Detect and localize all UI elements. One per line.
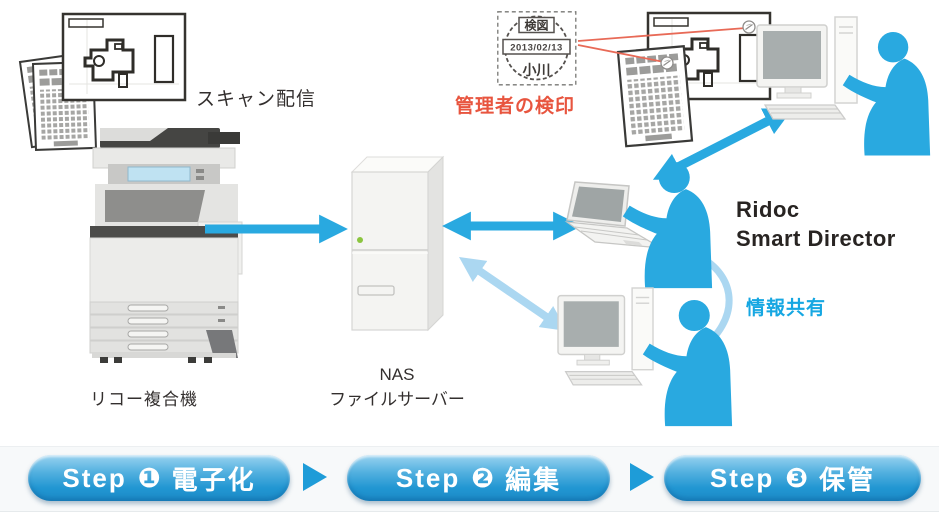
- approval-stamp-icon: 検図 2013/02/13 小川: [497, 11, 577, 86]
- admin-stamp-caption: 管理者の検印: [455, 96, 576, 117]
- step-arrow-icon: [303, 463, 327, 491]
- mfp-label: リコー複合機: [90, 390, 198, 409]
- desktop-user-2-icon: [642, 300, 733, 427]
- step-2-number-icon: ❷: [471, 462, 497, 493]
- nas-label-line2: ファイルサーバー: [329, 390, 465, 409]
- desktop-computer-2-icon: [557, 287, 654, 386]
- step-1-title: 電子化: [171, 464, 256, 495]
- step-2-pill: Step ❷ 編集: [347, 455, 610, 501]
- nas-label: NAS ファイルサーバー: [303, 362, 491, 412]
- mfp-printer-icon: [89, 128, 243, 363]
- step-1-number-icon: ❶: [137, 462, 163, 493]
- step-1-pill: Step ❶ 電子化: [28, 455, 290, 501]
- step-3-prefix: Step: [709, 462, 775, 493]
- stamp-name-text: 小川: [523, 62, 551, 78]
- floorplan-document-icon: [61, 12, 187, 102]
- scan-delivery-label: スキャン配信: [196, 89, 317, 110]
- step-1-prefix: Step: [62, 462, 127, 493]
- stamp-leader-line-1: [577, 27, 747, 42]
- nas-label-line1: NAS: [379, 365, 415, 384]
- desktop-computer-icon: [756, 16, 858, 120]
- stamp-top-text: 検図: [524, 18, 548, 33]
- arrow-nas-desktop2: [458, 256, 568, 332]
- step-3-title: 保管: [819, 464, 876, 495]
- stamp-date-text: 2013/02/13: [510, 43, 563, 54]
- step-arrow-icon: [630, 463, 654, 491]
- nas-server-icon: [350, 155, 445, 332]
- laptop-user-icon: [622, 162, 713, 289]
- product-name-label: Ridoc Smart Director: [736, 195, 896, 253]
- step-2-prefix: Step: [395, 462, 461, 493]
- info-share-label: 情報共有: [746, 298, 827, 319]
- step-2-title: 編集: [505, 464, 562, 495]
- step-3-number-icon: ❸: [785, 462, 811, 493]
- stamped-textdoc-icon: [616, 45, 694, 148]
- product-line1: Ridoc: [736, 197, 800, 222]
- stamp-leader-line-2: [577, 44, 665, 63]
- step-3-pill: Step ❸ 保管: [664, 455, 921, 501]
- approval-seal-icon: [742, 20, 756, 34]
- product-line2: Smart Director: [736, 226, 896, 251]
- approval-seal-icon: [660, 56, 674, 70]
- arrow-laptop-desktop1: [652, 108, 794, 180]
